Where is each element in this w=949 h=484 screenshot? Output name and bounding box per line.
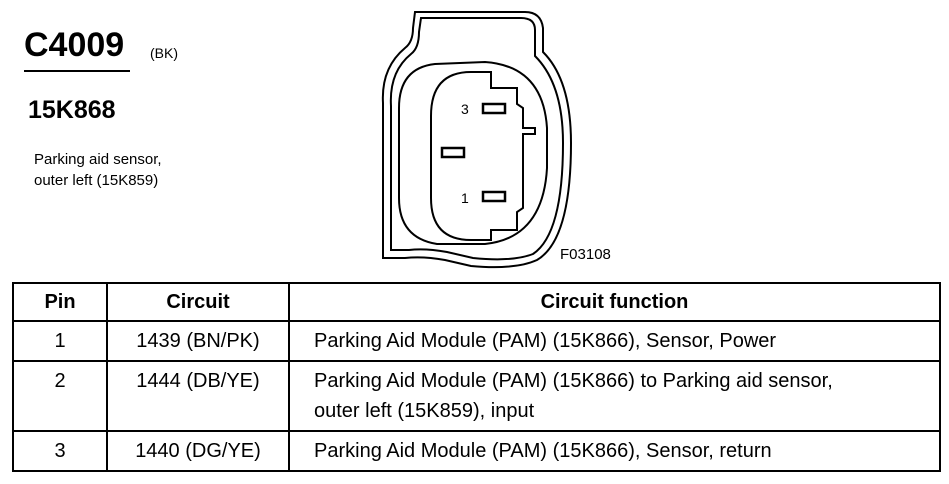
function-line: Parking Aid Module (PAM) (15K866) to Par… [314, 370, 833, 392]
header-circuit-function: Circuit function [288, 282, 941, 322]
pin-3-terminal [481, 102, 507, 115]
pin-2-terminal [440, 146, 466, 159]
connector-id: C4009 [24, 26, 125, 64]
table-header-row: Pin Circuit Circuit function [12, 282, 941, 322]
table-row: 1 1439 (BN/PK) Parking Aid Module (PAM) … [12, 320, 941, 362]
pin-cell: 2 [12, 360, 108, 432]
connector-face-diagram: 3 1 [381, 11, 573, 269]
part-number: 15K868 [28, 96, 116, 124]
table-row: 3 1440 (DG/YE) Parking Aid Module (PAM) … [12, 430, 941, 472]
function-line: Parking Aid Module (PAM) (15K866), Senso… [314, 330, 777, 352]
circuit-cell: 1440 (DG/YE) [106, 430, 290, 472]
header-circuit: Circuit [106, 282, 290, 322]
figure-code: F03108 [560, 246, 611, 263]
pinout-table: Pin Circuit Circuit function 1 1439 (BN/… [12, 282, 941, 472]
header-pin: Pin [12, 282, 108, 322]
circuit-cell: 1439 (BN/PK) [106, 320, 290, 362]
connector-shroud [398, 60, 548, 245]
function-cell: Parking Aid Module (PAM) (15K866), Senso… [288, 430, 941, 472]
function-cell: Parking Aid Module (PAM) (15K866), Senso… [288, 320, 941, 362]
connector-id-underline [24, 70, 130, 72]
connector-color-code: (BK) [150, 45, 178, 61]
pin-1-terminal [481, 190, 507, 203]
connector-housing-outer [381, 11, 573, 269]
table-row: 2 1444 (DB/YE) Parking Aid Module (PAM) … [12, 360, 941, 432]
description-line-2: outer left (15K859) [34, 172, 159, 189]
function-line: Parking Aid Module (PAM) (15K866), Senso… [314, 440, 772, 462]
pin-3-label: 3 [461, 101, 469, 117]
function-cell: Parking Aid Module (PAM) (15K866) to Par… [288, 360, 941, 432]
circuit-cell: 1444 (DB/YE) [106, 360, 290, 432]
connector-description: Parking aid sensor, outer left (15K859) [34, 149, 162, 191]
pin-1-label: 1 [461, 190, 469, 206]
description-line-1: Parking aid sensor, [34, 151, 162, 168]
pin-cell: 1 [12, 320, 108, 362]
connector-housing-inner [389, 17, 565, 261]
pin-cavity-outline [430, 71, 536, 241]
pin-cell: 3 [12, 430, 108, 472]
function-line: outer left (15K859), input [314, 400, 535, 422]
